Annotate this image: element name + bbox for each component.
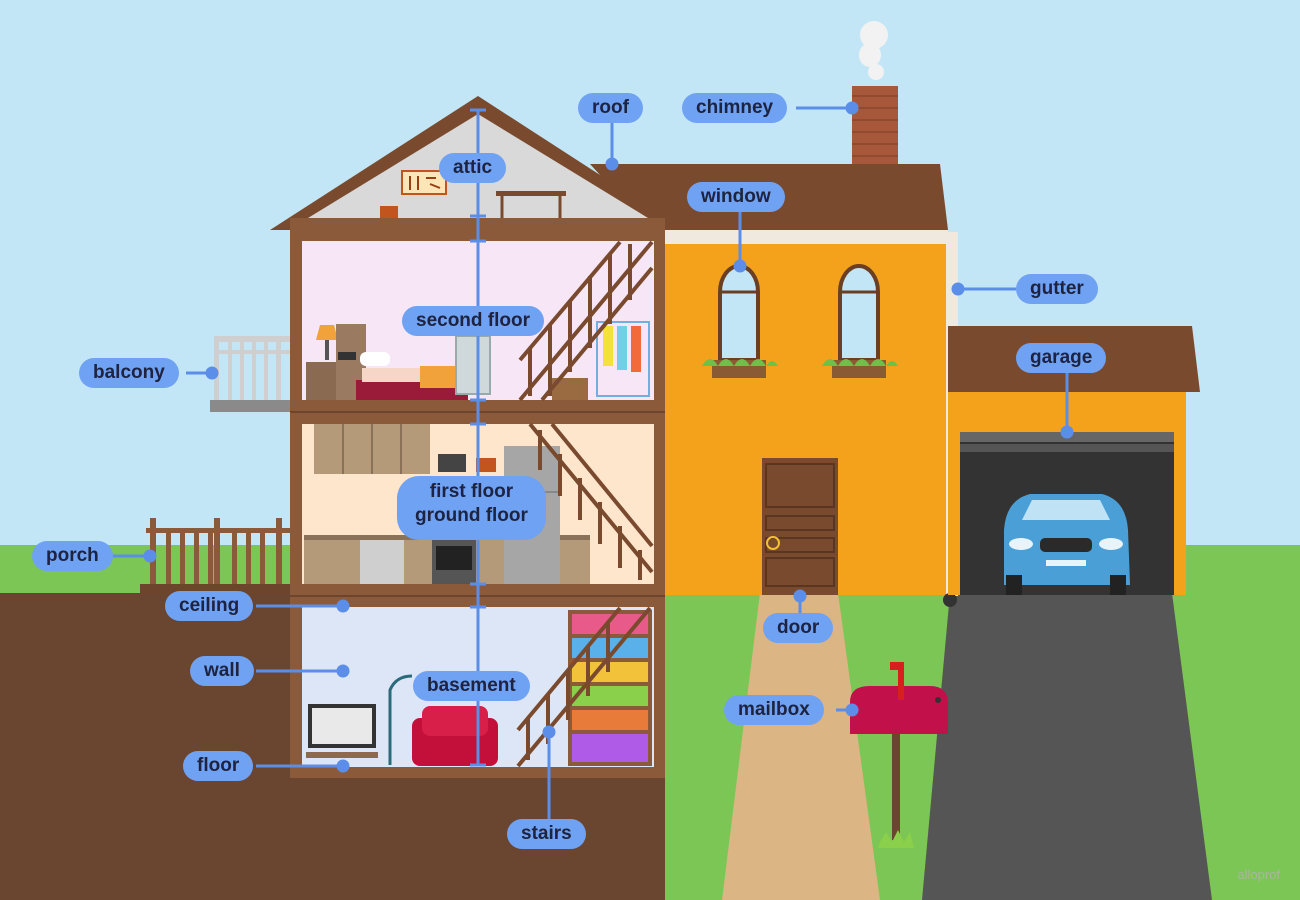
label-gutter: gutter — [1016, 274, 1098, 304]
front-windows — [702, 264, 898, 378]
label-mailbox: mailbox — [724, 695, 824, 725]
label-door: door — [763, 613, 834, 643]
stairs-graphic-upper — [518, 240, 654, 402]
label-first-floor-ground-floor: first floor ground floor — [397, 476, 546, 540]
label-attic: attic — [439, 153, 507, 183]
label-garage: garage — [1016, 343, 1107, 373]
label-first-floor: first floor — [429, 481, 514, 502]
stairs-graphic-middle — [528, 422, 654, 580]
bedroom-items — [306, 321, 650, 400]
leader-lines — [102, 101, 1074, 820]
label-floor: floor — [183, 751, 254, 781]
attic-items — [380, 170, 566, 218]
label-second-floor: second floor — [402, 306, 545, 336]
label-balcony: balcony — [79, 358, 179, 388]
label-basement: basement — [413, 671, 530, 701]
walkway — [722, 593, 880, 900]
balcony-graphic — [210, 336, 290, 412]
garage-graphic — [948, 326, 1200, 595]
label-window: window — [687, 182, 785, 212]
label-porch: porch — [32, 541, 113, 571]
label-chimney: chimney — [682, 93, 788, 123]
driveway — [922, 593, 1212, 900]
label-stairs: stairs — [507, 819, 586, 849]
label-roof: roof — [578, 93, 643, 123]
front-door — [762, 458, 838, 595]
mailbox-graphic — [850, 662, 948, 848]
alloprof-watermark: alloprof — [1237, 867, 1280, 882]
label-ground-floor: ground floor — [415, 505, 528, 526]
label-wall: wall — [190, 656, 254, 686]
downspout-drain — [943, 593, 957, 607]
label-ceiling: ceiling — [165, 591, 254, 621]
